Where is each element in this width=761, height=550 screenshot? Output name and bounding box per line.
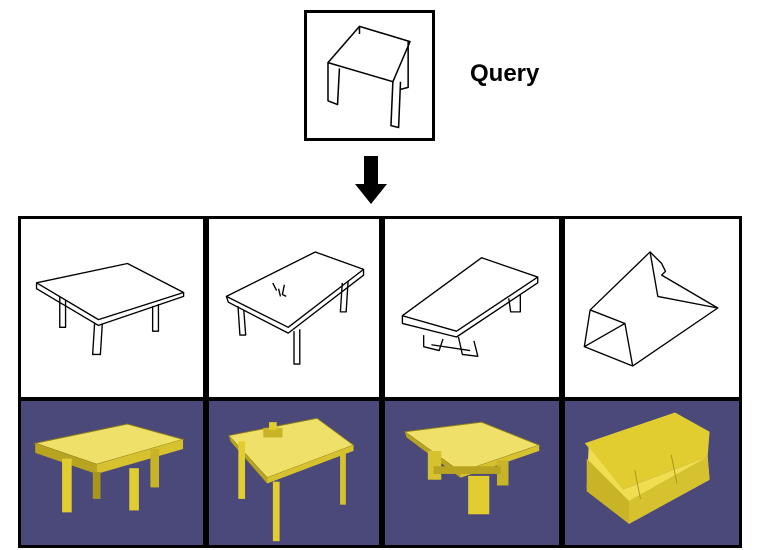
- query-sketch-box[interactable]: [304, 10, 435, 141]
- result-2-render[interactable]: [206, 398, 382, 548]
- result-3-sketch[interactable]: [382, 216, 562, 400]
- pedestal-table-model-icon: [403, 421, 541, 515]
- sofa-sketch-icon: [583, 251, 719, 367]
- table-model-icon: [33, 423, 185, 513]
- arrow-down-icon: [355, 156, 387, 204]
- result-2-sketch[interactable]: [206, 216, 382, 400]
- pedestal-table-sketch-icon: [401, 257, 539, 358]
- result-4-sketch[interactable]: [562, 216, 742, 400]
- query-table-sketch-icon: [327, 25, 411, 129]
- table-with-object-model-icon: [227, 417, 355, 542]
- result-3-render[interactable]: [382, 398, 562, 548]
- table-sketch-icon: [35, 262, 185, 356]
- result-4-render[interactable]: [562, 398, 742, 548]
- result-1-render[interactable]: [18, 398, 206, 548]
- result-1-sketch[interactable]: [18, 216, 206, 400]
- query-label: Query: [470, 60, 540, 87]
- table-with-object-sketch-icon: [225, 251, 365, 365]
- sofa-model-icon: [584, 412, 710, 524]
